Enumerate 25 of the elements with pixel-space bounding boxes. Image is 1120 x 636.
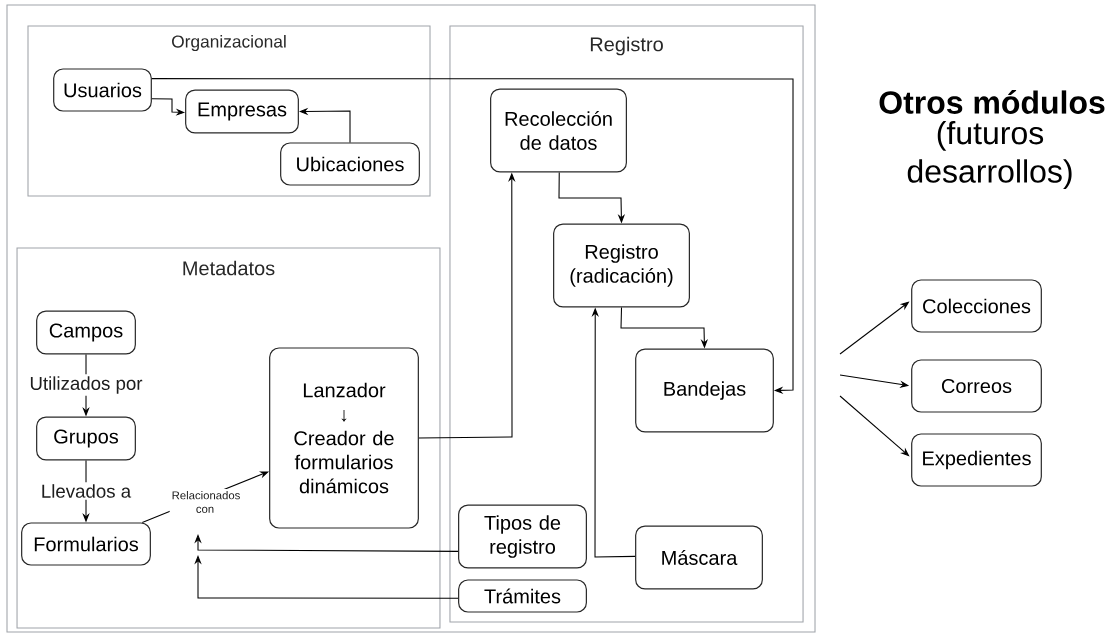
process-box: Máscara [635,525,763,590]
edge-label: Utilizados por [27,374,145,396]
arrow [194,555,459,599]
process-box: Usuarios [53,68,152,112]
heading: Otros módulos [879,90,1105,114]
process-box: Recolección de datos [490,88,627,173]
process-box: Colecciones [911,279,1042,333]
process-box: Empresas [185,89,299,134]
process-box: Grupos [36,416,136,461]
process-box: Ubicaciones [280,142,420,186]
edge-label: Relacionados con [169,489,241,515]
process-box: Tipos de registro [458,504,587,569]
arrow [194,534,459,552]
heading: (futuros desarrollos) [907,120,1072,190]
edge-label: Llevados a [38,482,134,500]
process-box: Trámites [458,579,587,613]
process-box: Registro (radicación) [553,223,690,308]
process-box: Lanzador ↓ Creador de formularios dinámicos [269,347,419,529]
frame [6,4,816,633]
process-box: Expedientes [911,433,1042,487]
process-box: Formularios [21,522,151,566]
arrow [151,78,794,394]
process-box: Campos [36,310,136,355]
process-box: Bandejas [635,348,774,433]
process-box: Correos [911,359,1042,413]
